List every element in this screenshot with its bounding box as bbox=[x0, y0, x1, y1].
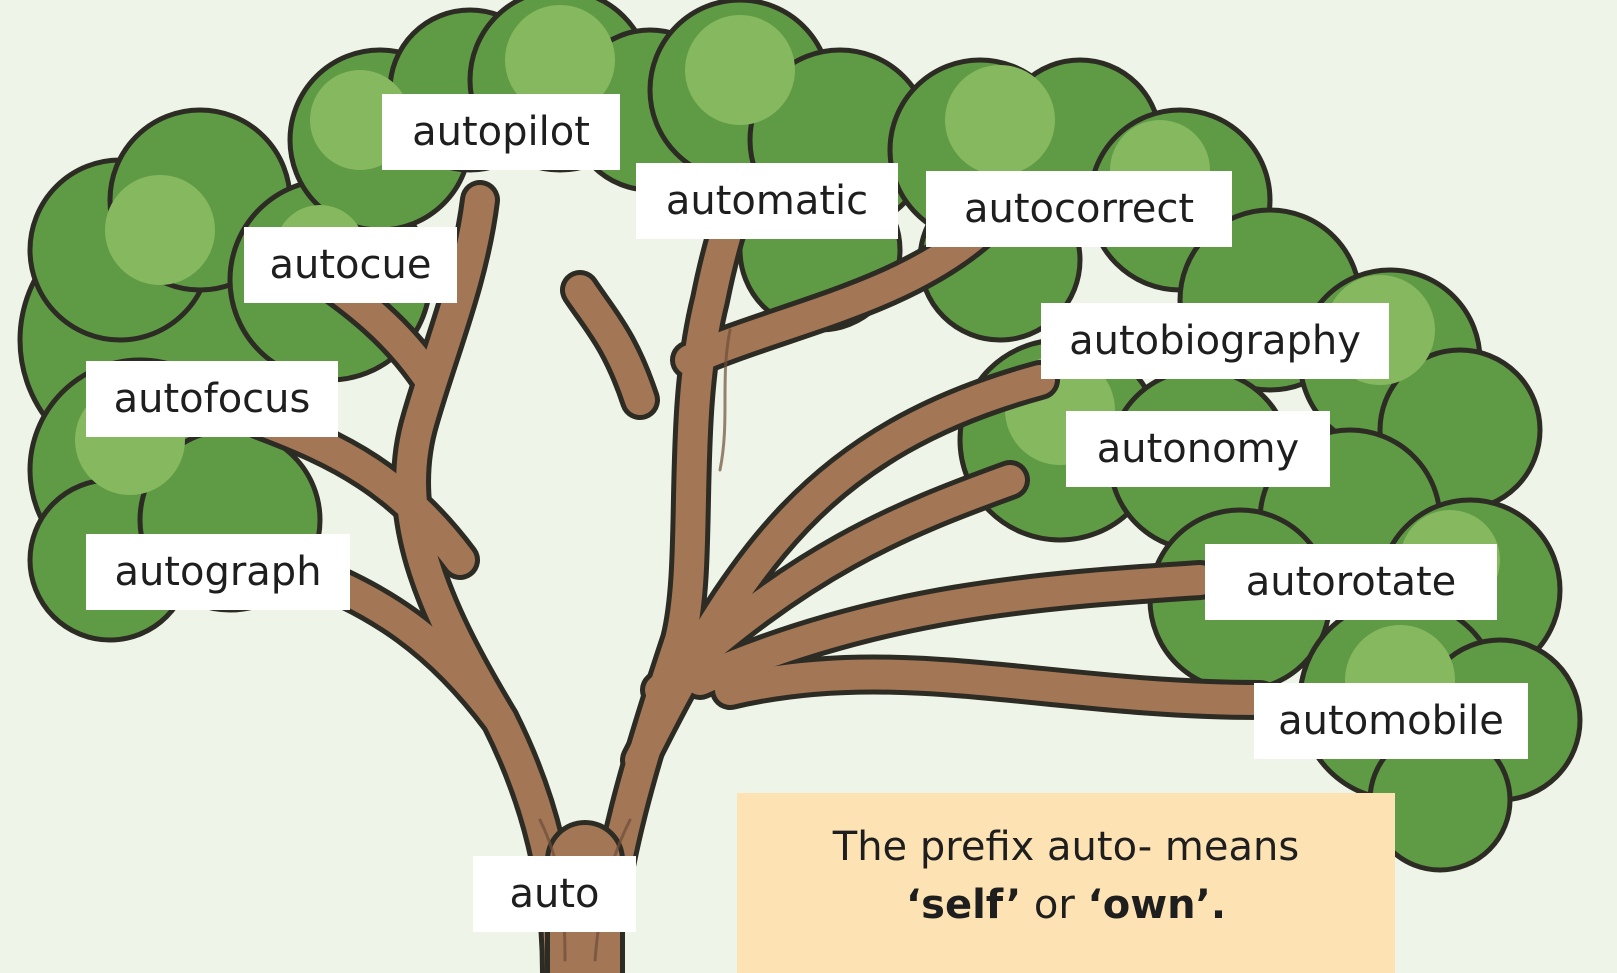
word-card-autorotate[interactable]: autorotate bbox=[1205, 544, 1497, 620]
word-card-root-auto[interactable]: auto bbox=[473, 856, 636, 932]
word-card-autocorrect[interactable]: autocorrect bbox=[926, 171, 1232, 247]
word-card-automatic[interactable]: automatic bbox=[636, 163, 898, 239]
definition-meanings: ‘self’ or ‘own’. bbox=[906, 876, 1226, 934]
word-card-autofocus[interactable]: autofocus bbox=[86, 361, 338, 437]
definition-box: The prefix auto- means ‘self’ or ‘own’. bbox=[737, 793, 1395, 973]
word-card-autopilot[interactable]: autopilot bbox=[382, 94, 620, 170]
word-card-autonomy[interactable]: autonomy bbox=[1066, 411, 1330, 487]
definition-end: . bbox=[1210, 882, 1227, 928]
word-card-autobiography[interactable]: autobiography bbox=[1041, 303, 1389, 379]
definition-connector: or bbox=[1033, 882, 1075, 928]
word-card-autocue[interactable]: autocue bbox=[244, 227, 457, 303]
word-card-automobile[interactable]: automobile bbox=[1254, 683, 1528, 759]
word-card-autograph[interactable]: autograph bbox=[86, 534, 350, 610]
meaning-own: ‘own’ bbox=[1087, 882, 1211, 928]
definition-line: The prefix auto- means bbox=[832, 824, 1300, 870]
meaning-self: ‘self’ bbox=[905, 882, 1022, 928]
